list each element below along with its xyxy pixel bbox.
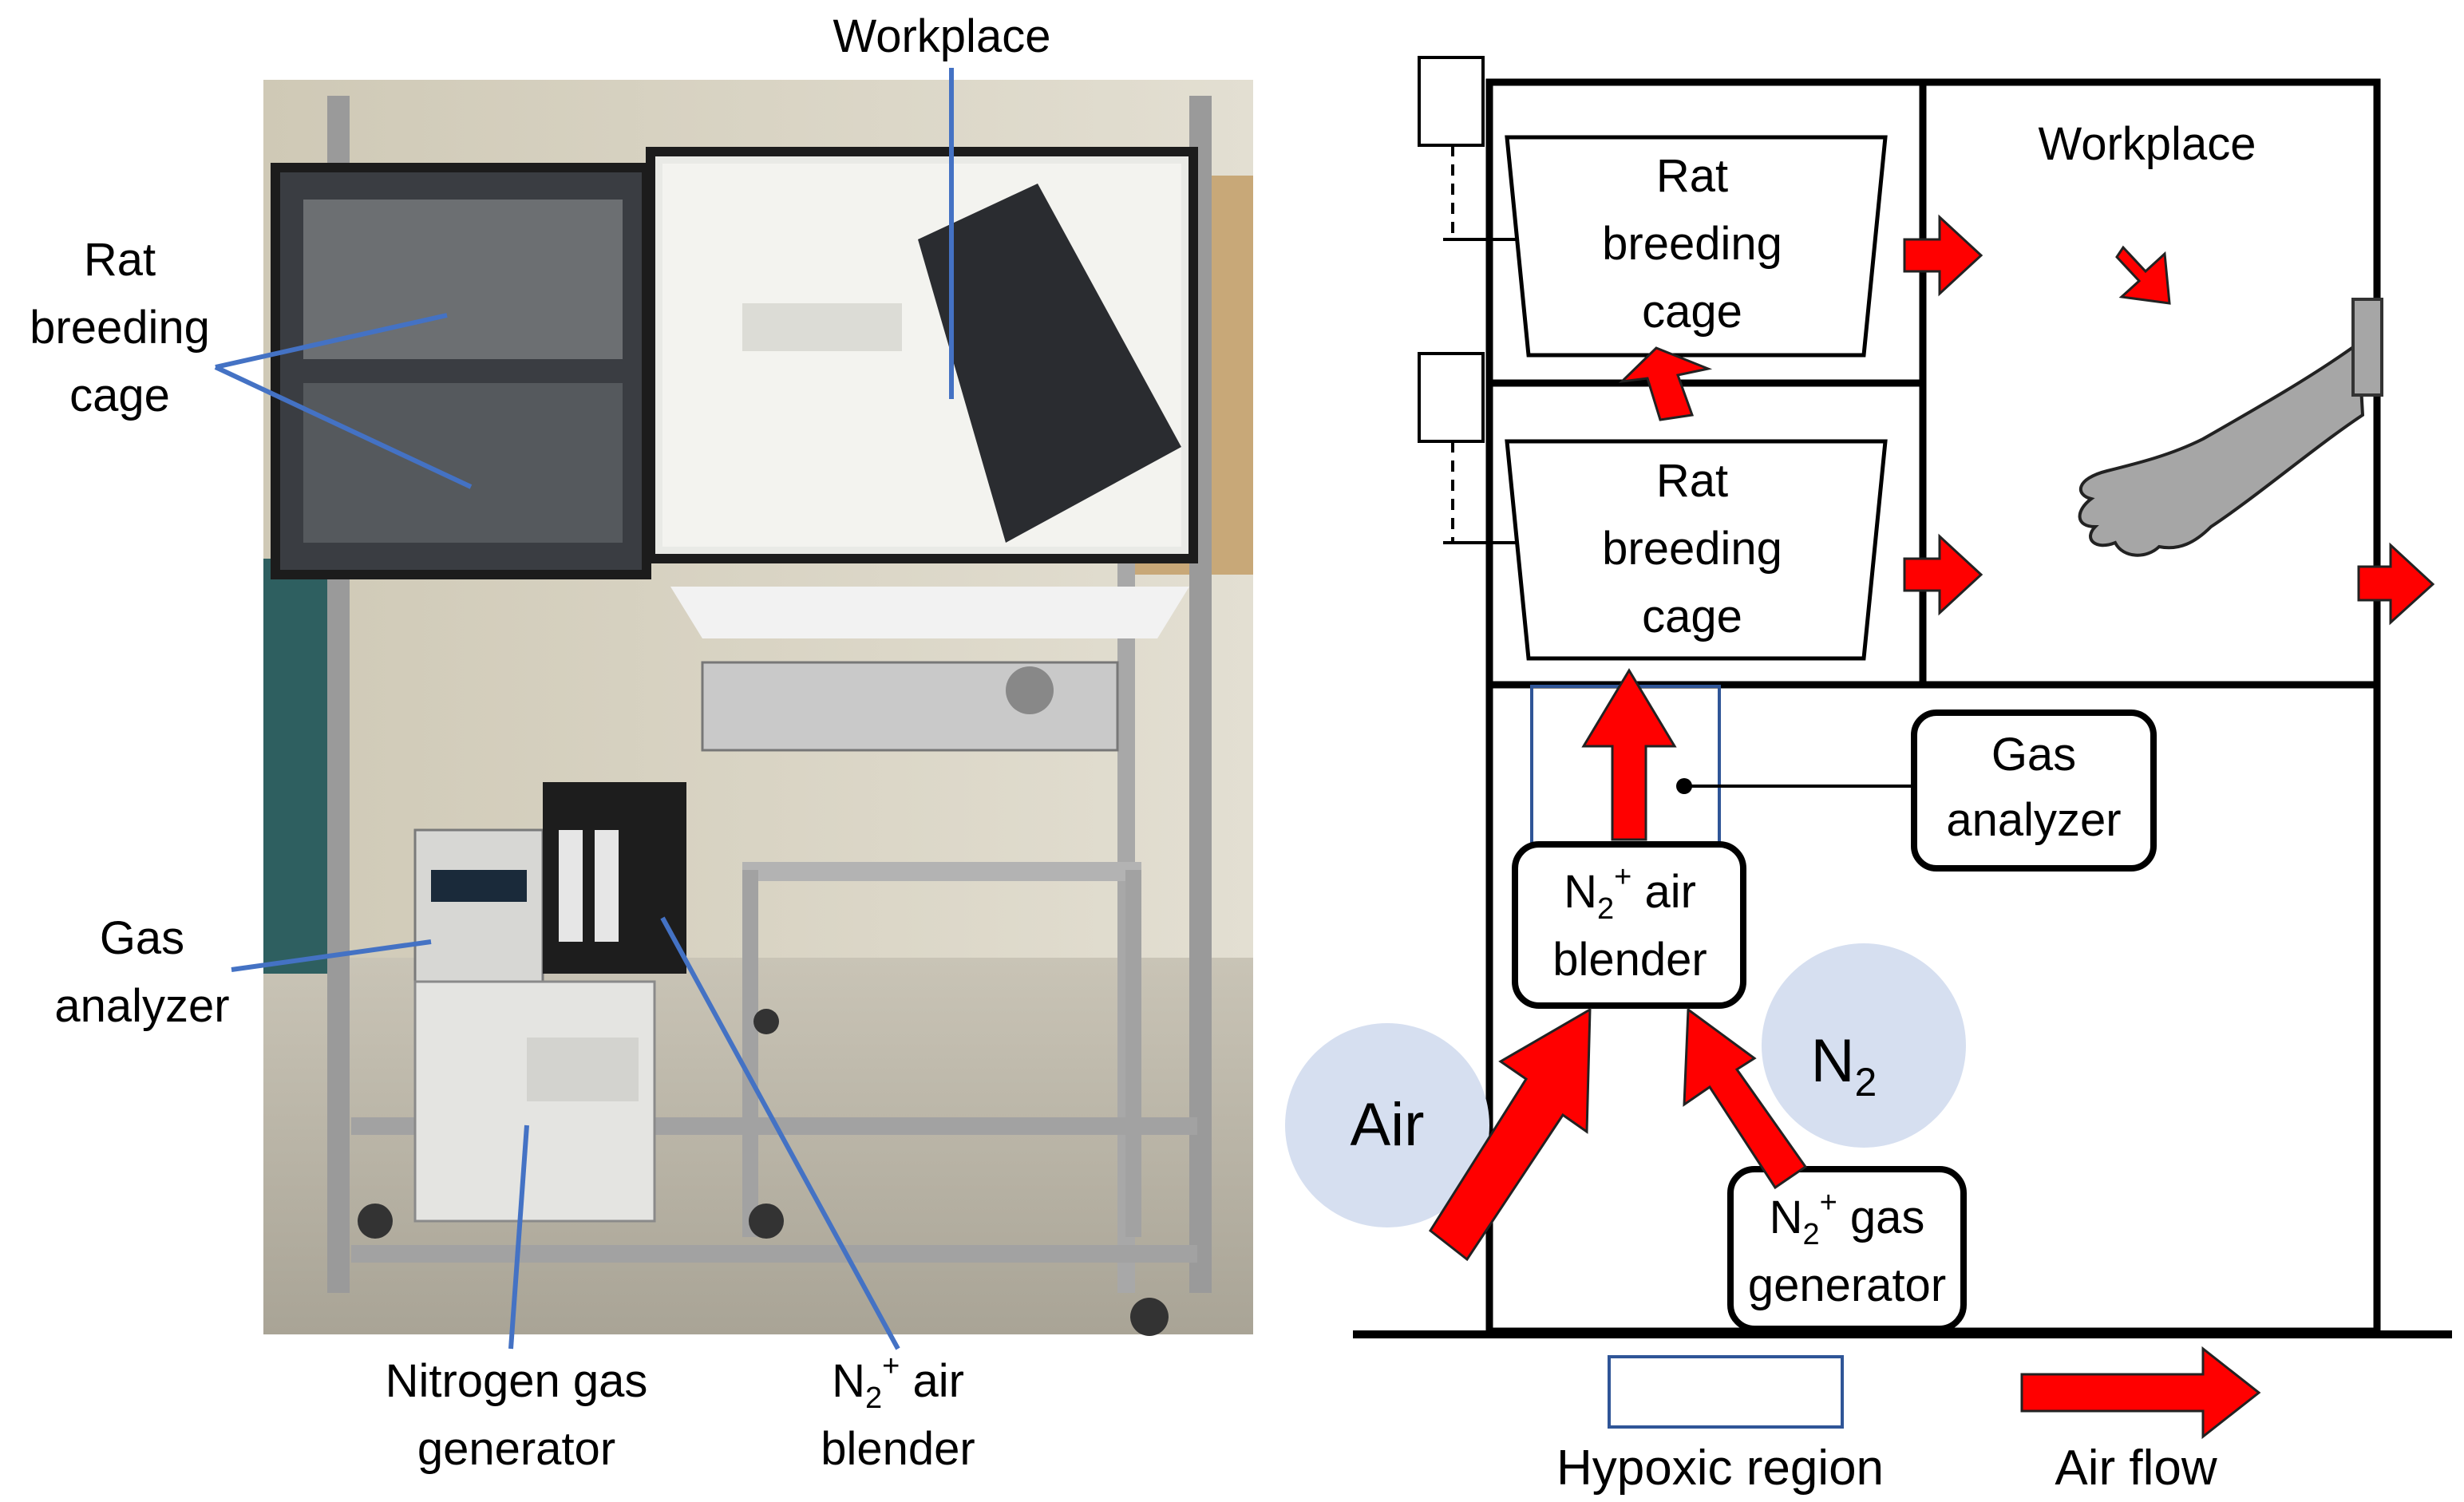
schematic-diagram: Rat breeding cage Rat breeding cage Work…: [1285, 56, 2452, 1338]
flow-arrow-n2-in: [1683, 1007, 1808, 1190]
leader-cage-a: [215, 313, 448, 370]
blender-line1: N2+ air: [1564, 860, 1696, 926]
n2-bubble: [1762, 943, 1966, 1148]
label-rat-line2: breeding: [30, 302, 210, 354]
apparatus-photo: [263, 80, 1253, 1336]
n2-bubble-label: N2: [1811, 1027, 1877, 1105]
flow-arrow-blender-up: [1581, 668, 1677, 841]
flow-arrow-air-in: [1429, 1007, 1592, 1262]
sensor-box-bottom: [1418, 352, 1485, 443]
schematic-workplace-label: Workplace: [2039, 118, 2256, 170]
legend-hypoxic-label: Hypoxic region: [1556, 1441, 1884, 1496]
rat-cage-top: [1505, 135, 1888, 358]
label-rat-line3: cage: [69, 370, 170, 421]
flow-arrow-cage-up: [1618, 346, 1713, 421]
cage-bottom-line3: cage: [1642, 591, 1742, 642]
leader-blender: [660, 916, 900, 1350]
legend-airflow-arrow: [2020, 1346, 2261, 1440]
leader-gas: [231, 939, 432, 972]
gas-analyzer-box: [1911, 709, 2157, 872]
generator-box: [1727, 1166, 1967, 1332]
gas-sampling-point: [1676, 778, 1692, 794]
legend: Hypoxic region Air flow: [1556, 1346, 2261, 1496]
flow-arrow-exit: [2357, 542, 2435, 626]
gas-analyzer-line1: Gas: [1991, 729, 2076, 781]
cage-top-line3: cage: [1642, 286, 1742, 338]
label-gas-line1: Gas: [100, 912, 184, 964]
glove-icon: [2078, 298, 2383, 557]
sensor-box-top: [1418, 56, 1485, 147]
photo-leader-lines: [214, 68, 954, 1350]
label-rat-line1: Rat: [84, 234, 156, 286]
air-bubble-label: Air: [1351, 1091, 1425, 1159]
blender-line2: blender: [1552, 934, 1707, 986]
cage-bottom-line1: Rat: [1656, 455, 1728, 507]
legend-airflow-label: Air flow: [2055, 1441, 2217, 1496]
label-blender-line2: blender: [821, 1423, 975, 1475]
photo-labels: Workplace Rat breeding cage Gas analyzer…: [30, 10, 1050, 1475]
flow-arrow-workplace: [2115, 245, 2171, 305]
leader-cage-b: [214, 365, 473, 489]
label-ngen-line1: Nitrogen gas: [386, 1355, 648, 1407]
label-workplace: Workplace: [833, 10, 1051, 62]
generator-line2: generator: [1748, 1259, 1946, 1311]
rat-cage-bottom: [1505, 439, 1888, 661]
flow-arrow-cage1-right: [1903, 214, 1983, 297]
label-ngen-line2: generator: [417, 1423, 615, 1475]
blender-box: [1512, 841, 1746, 1009]
leader-ngen: [508, 1125, 529, 1350]
label-gas-line2: analyzer: [54, 980, 229, 1032]
gas-analyzer-line2: analyzer: [1946, 794, 2121, 846]
cage-top-line2: breeding: [1602, 218, 1782, 270]
legend-hypoxic-swatch: [1608, 1355, 1844, 1429]
flow-arrow-cage2-right: [1903, 533, 1983, 616]
cage-top-line1: Rat: [1656, 150, 1728, 202]
label-blender-line1: N2+ air: [832, 1350, 964, 1415]
air-bubble: [1285, 1023, 1489, 1227]
generator-line1: N2+ gas: [1770, 1186, 1925, 1251]
cage-bottom-line2: breeding: [1602, 523, 1782, 575]
